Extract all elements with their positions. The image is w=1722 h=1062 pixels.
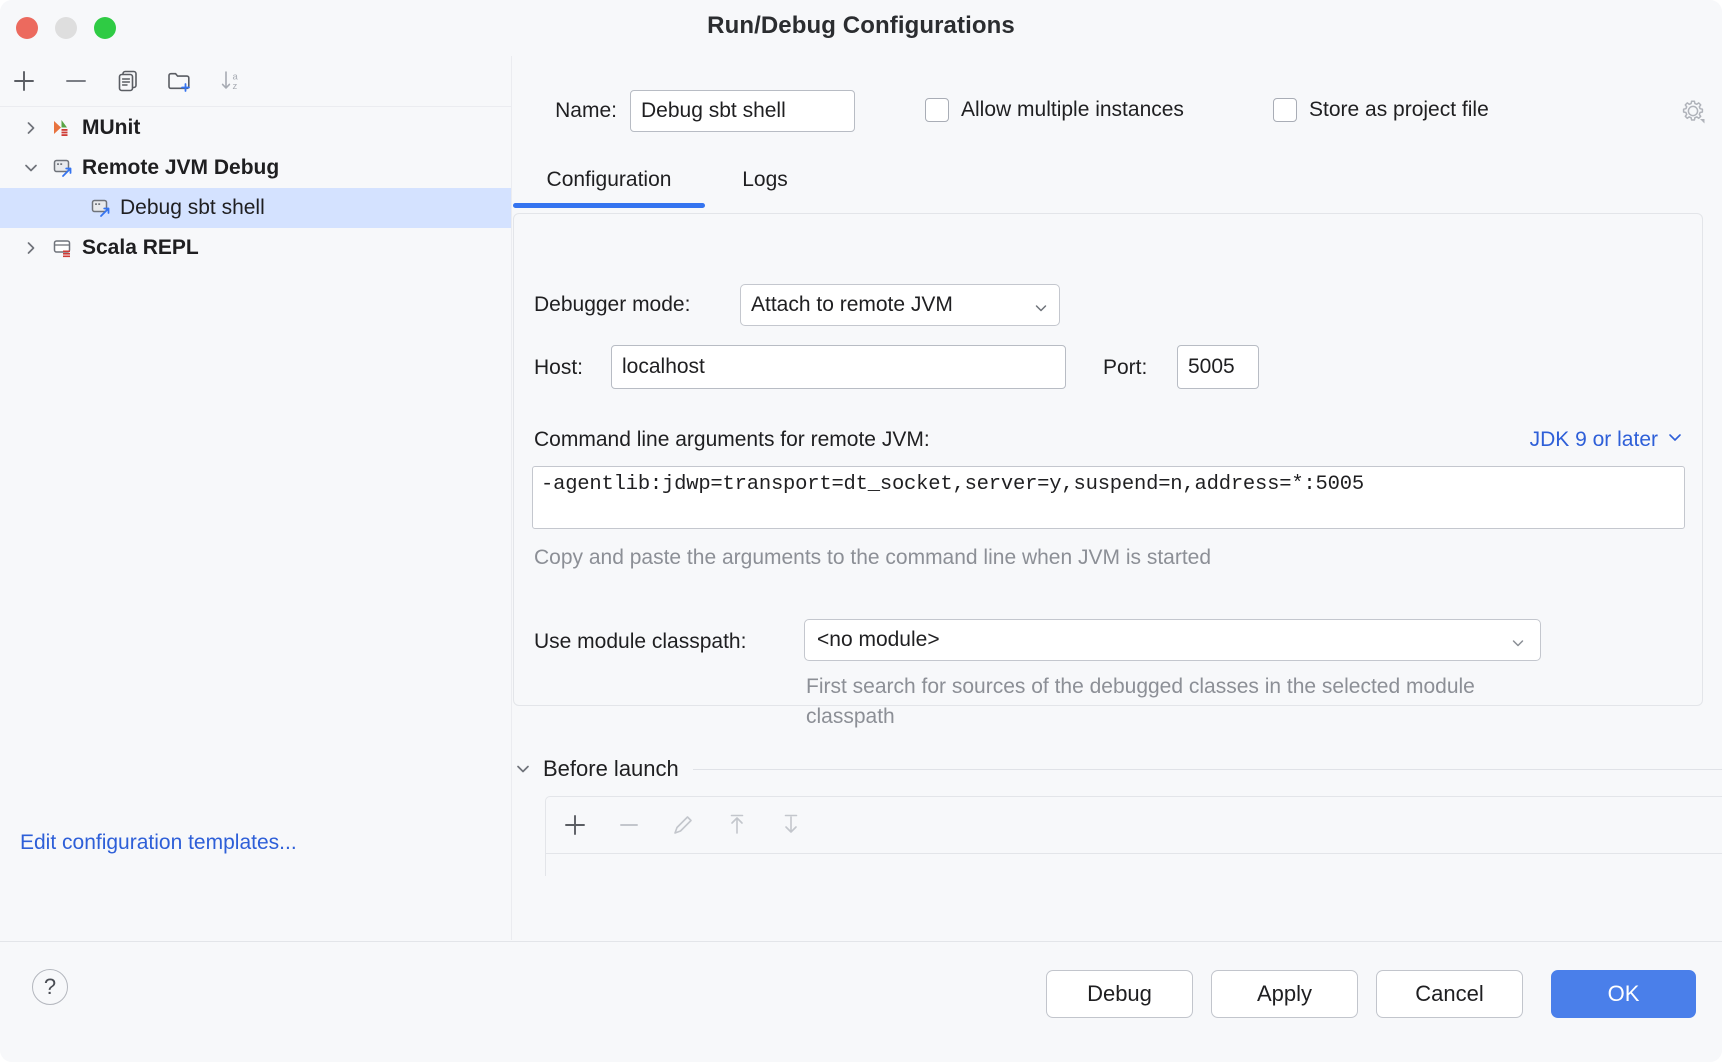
name-row: Name: Allow multiple instances Store as … — [513, 88, 1722, 134]
host-label: Host: — [534, 356, 584, 379]
tree-item-debug-sbt-shell[interactable]: Debug sbt shell — [0, 188, 511, 228]
configurations-tree: MUnit Remote JVM Debug — [0, 108, 511, 268]
debug-button[interactable]: Debug — [1046, 970, 1193, 1018]
jdk-version-select[interactable]: JDK 9 or later — [1530, 428, 1684, 452]
module-classpath-select[interactable]: <no module> — [804, 619, 1541, 661]
before-launch-remove-button[interactable] — [612, 808, 646, 842]
jdk-version-value: JDK 9 or later — [1529, 428, 1658, 451]
before-launch-title: Before launch — [543, 756, 679, 781]
svg-text:z: z — [233, 81, 238, 92]
remove-configuration-button[interactable] — [60, 65, 92, 97]
name-input[interactable] — [630, 90, 855, 132]
port-input[interactable] — [1177, 345, 1259, 389]
window-title: Run/Debug Configurations — [707, 12, 1015, 39]
command-line-arguments-hint: Copy and paste the arguments to the comm… — [534, 546, 1212, 569]
configuration-panel: Debugger mode: Attach to remote JVM Host… — [513, 213, 1703, 728]
chevron-down-icon — [1666, 428, 1684, 452]
new-folder-button[interactable] — [164, 65, 196, 97]
close-window-button[interactable] — [16, 17, 38, 39]
edit-configuration-templates-link[interactable]: Edit configuration templates... — [20, 831, 297, 854]
toolbar-divider — [546, 853, 1722, 854]
command-line-arguments-field[interactable]: -agentlib:jdwp=transport=dt_socket,serve… — [532, 466, 1685, 529]
chevron-down-icon[interactable] — [509, 755, 537, 783]
configurations-sidebar: a z MUnit — [0, 56, 512, 940]
sort-configurations-button[interactable]: a z — [216, 65, 248, 97]
active-tab-indicator — [513, 203, 705, 208]
before-launch-toolbar — [546, 797, 1722, 853]
debugger-mode-label: Debugger mode: — [534, 293, 691, 316]
editor-tabs: Configuration Logs — [513, 152, 1722, 208]
port-label: Port: — [1103, 356, 1148, 379]
chevron-right-icon[interactable] — [20, 117, 42, 139]
tree-item-scala-repl[interactable]: Scala REPL — [0, 228, 511, 268]
tree-item-remote-jvm-debug[interactable]: Remote JVM Debug — [0, 148, 511, 188]
remote-jvm-icon — [88, 195, 114, 221]
window-controls — [16, 17, 116, 39]
chevron-right-icon[interactable] — [20, 237, 42, 259]
before-launch-task-list — [545, 796, 1722, 876]
command-line-arguments-label: Command line arguments for remote JVM: — [534, 428, 930, 451]
module-classpath-hint: First search for sources of the debugged… — [806, 675, 1475, 728]
section-divider — [692, 768, 1722, 770]
zoom-window-button[interactable] — [94, 17, 116, 39]
tab-configuration[interactable]: Configuration — [546, 168, 672, 191]
add-configuration-button[interactable] — [8, 65, 40, 97]
before-launch-add-button[interactable] — [558, 808, 592, 842]
remote-jvm-icon — [50, 155, 76, 181]
host-input[interactable] — [611, 345, 1066, 389]
before-launch-edit-button[interactable] — [666, 808, 700, 842]
tree-item-label: Debug sbt shell — [120, 196, 265, 219]
tab-logs[interactable]: Logs — [742, 168, 788, 191]
before-launch-section: Before launch — [513, 754, 1722, 876]
apply-button[interactable]: Apply — [1211, 970, 1358, 1018]
svg-text:a: a — [233, 72, 239, 83]
debugger-mode-select[interactable]: Attach to remote JVM — [740, 284, 1060, 326]
chevron-down-icon — [1510, 633, 1526, 657]
title-bar: Run/Debug Configurations — [0, 0, 1722, 56]
store-as-project-file-label: Store as project file — [1309, 98, 1489, 121]
chevron-down-icon — [1033, 298, 1049, 322]
before-launch-move-up-button[interactable] — [720, 808, 754, 842]
scala-repl-icon — [50, 235, 76, 261]
module-classpath-value: <no module> — [817, 628, 940, 651]
dialog-footer: ? Debug Apply Cancel OK — [0, 941, 1722, 1062]
tree-item-label: MUnit — [82, 116, 141, 139]
checkbox-box[interactable] — [925, 98, 949, 122]
chevron-down-icon[interactable] — [20, 157, 42, 179]
munit-icon — [50, 115, 76, 141]
ok-button[interactable]: OK — [1551, 970, 1696, 1018]
tree-item-label: Remote JVM Debug — [82, 156, 280, 179]
cancel-button[interactable]: Cancel — [1376, 970, 1523, 1018]
help-icon[interactable]: ? — [32, 969, 68, 1005]
before-launch-header[interactable]: Before launch — [513, 754, 1722, 784]
debugger-mode-value: Attach to remote JVM — [751, 293, 953, 316]
gear-icon[interactable] — [1680, 98, 1706, 124]
tree-item-label: Scala REPL — [82, 236, 199, 259]
before-launch-move-down-button[interactable] — [774, 808, 808, 842]
tree-item-munit[interactable]: MUnit — [0, 108, 511, 148]
checkbox-box[interactable] — [1273, 98, 1297, 122]
module-classpath-label: Use module classpath: — [534, 630, 747, 653]
allow-multiple-instances-checkbox[interactable]: Allow multiple instances — [925, 98, 1184, 122]
sidebar-toolbar: a z — [0, 56, 511, 107]
copy-configuration-button[interactable] — [112, 65, 144, 97]
store-as-project-file-checkbox[interactable]: Store as project file — [1273, 98, 1489, 122]
minimize-window-button[interactable] — [55, 17, 77, 39]
allow-multiple-instances-label: Allow multiple instances — [961, 98, 1184, 121]
name-label: Name: — [555, 99, 617, 122]
configuration-editor: Name: Allow multiple instances Store as … — [513, 56, 1722, 940]
